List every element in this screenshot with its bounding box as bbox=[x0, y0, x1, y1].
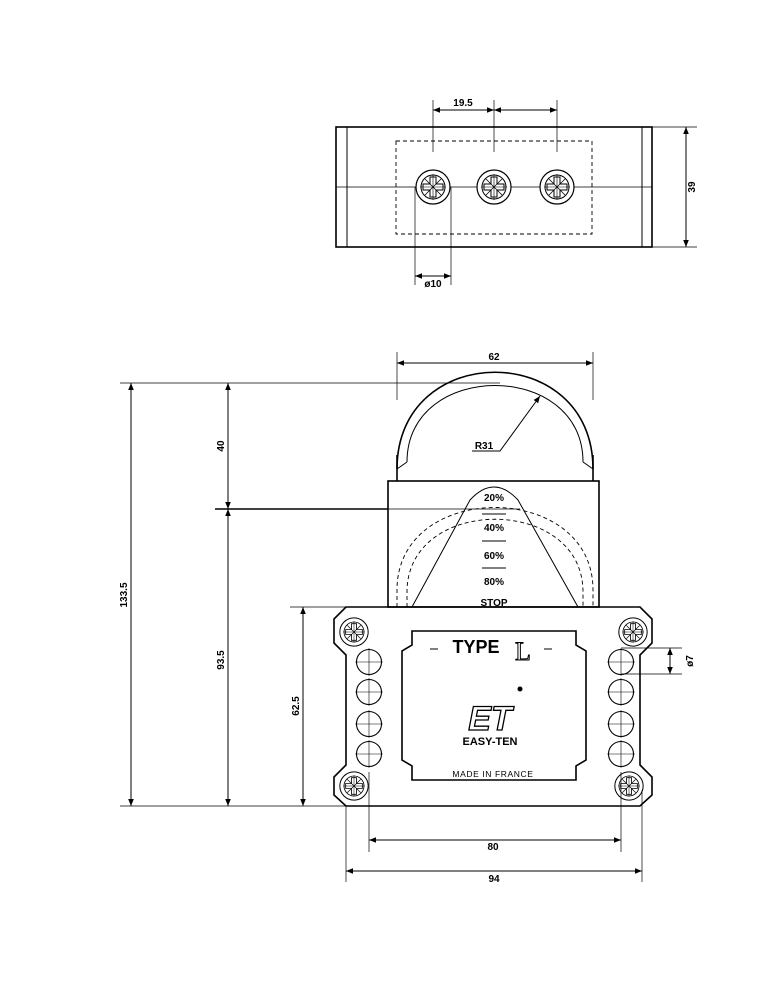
gauge-stop: STOP bbox=[480, 598, 507, 609]
dim-plate-width: 94 bbox=[488, 874, 500, 885]
gauge-level-60: 60% bbox=[484, 551, 504, 562]
screw-icon bbox=[614, 771, 644, 801]
hole-icon bbox=[607, 678, 635, 706]
dim-spacing: 19.5 bbox=[453, 98, 473, 109]
hole-icon bbox=[607, 710, 635, 738]
dim-radius: R31 bbox=[475, 441, 494, 452]
hole-icon bbox=[607, 740, 635, 768]
top-view: 19.5 39 ø10 bbox=[335, 98, 698, 290]
hole-icon bbox=[355, 648, 383, 676]
dim-body-height: 93.5 bbox=[216, 650, 227, 670]
logo-dot bbox=[517, 686, 523, 692]
shackle-inner bbox=[406, 385, 584, 463]
gauge-window bbox=[411, 486, 579, 608]
dim-shackle-height: 40 bbox=[216, 440, 227, 452]
hole-icon bbox=[355, 678, 383, 706]
screw-icon bbox=[476, 169, 512, 205]
hole-icon bbox=[355, 710, 383, 738]
dim-hole-spacing: 80 bbox=[487, 842, 499, 853]
gauge-level-20: 20% bbox=[484, 493, 504, 504]
dim-total-height: 133.5 bbox=[119, 582, 130, 607]
gauge-level-80: 80% bbox=[484, 577, 504, 588]
nameplate bbox=[401, 630, 587, 781]
logo-text: ET bbox=[468, 700, 515, 738]
dim-plate-height: 62.5 bbox=[291, 696, 302, 716]
shackle-outer bbox=[396, 371, 594, 470]
screw-icon bbox=[339, 617, 369, 647]
type-letter: L bbox=[515, 637, 531, 666]
screw-icon bbox=[539, 169, 575, 205]
screw-icon bbox=[339, 771, 369, 801]
front-dimensions: 62 R31 133.5 40 93.5 62.5 ø7 80 bbox=[119, 352, 696, 885]
dim-width-top: 62 bbox=[488, 352, 500, 363]
front-view: 20% 40% 60% 80% STOP TYPE L ET EASY-TEN … bbox=[333, 371, 653, 807]
gauge-level-40: 40% bbox=[484, 523, 504, 534]
screw-icon bbox=[415, 169, 451, 205]
hole-icon bbox=[607, 648, 635, 676]
dim-hole: ø7 bbox=[685, 655, 696, 667]
base-plate bbox=[333, 606, 653, 807]
type-label: TYPE bbox=[452, 637, 499, 657]
dim-top-hole: ø10 bbox=[424, 279, 442, 290]
brand-name: EASY-TEN bbox=[462, 736, 517, 748]
dim-top-height: 39 bbox=[687, 181, 698, 193]
made-in-label: MADE IN FRANCE bbox=[452, 769, 533, 779]
screw-icon bbox=[618, 617, 648, 647]
hole-icon bbox=[355, 740, 383, 768]
